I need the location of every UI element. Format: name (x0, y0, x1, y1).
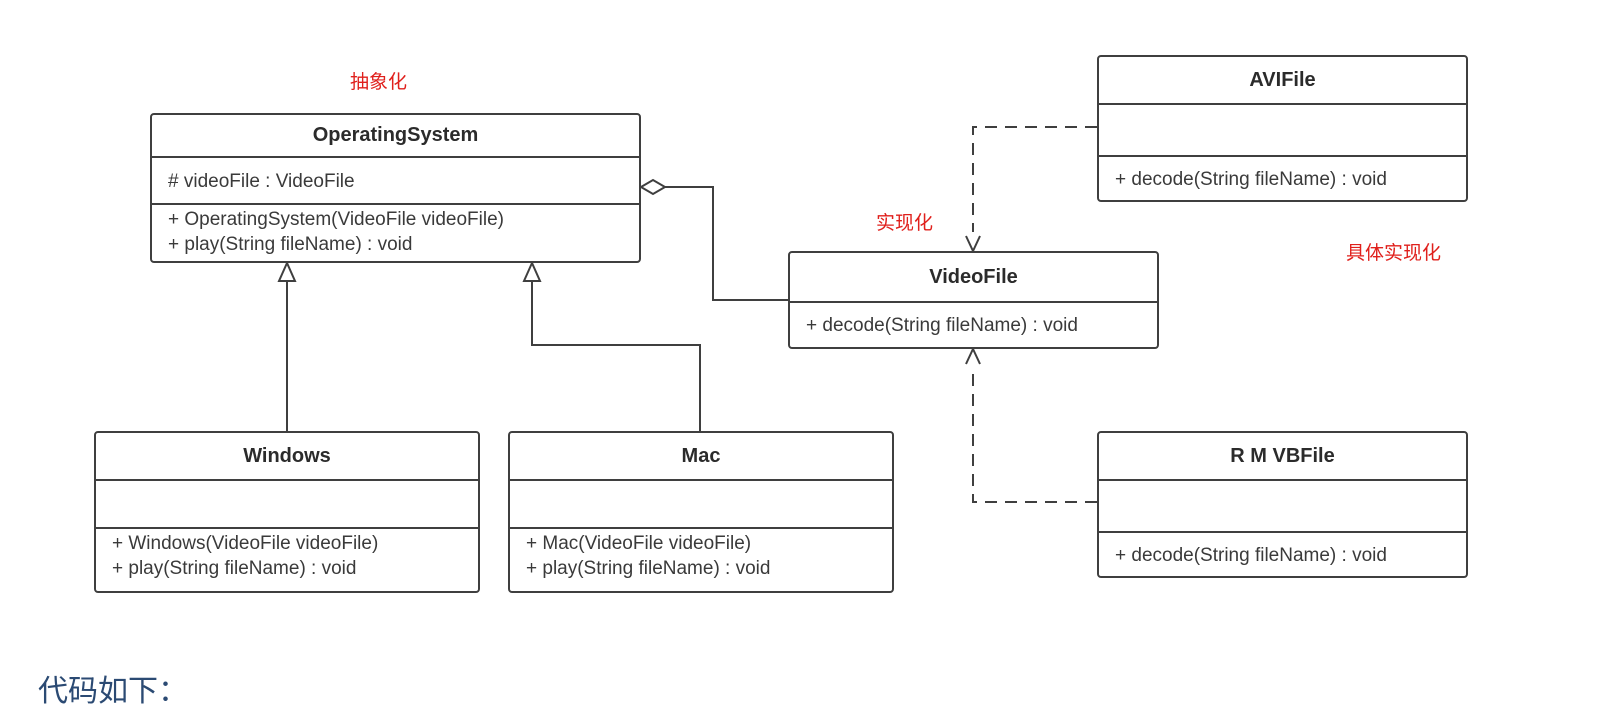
method-row: + decode(String fileName) : void (1115, 169, 1387, 190)
class-methods: + decode(String fileName) : void (1099, 533, 1466, 572)
generalization-mac-line (531, 281, 701, 431)
method-row: + decode(String fileName) : void (1115, 545, 1387, 566)
realization-rmvb-line (972, 368, 1097, 503)
class-name: R M VBFile (1099, 433, 1466, 481)
annotation-concrete-implementor: 具体实现化 (1346, 243, 1442, 264)
class-methods: + decode(String fileName) : void (1099, 157, 1466, 196)
method-row: + OperatingSystem(VideoFile videoFile) (168, 209, 504, 230)
class-avi-file[interactable]: AVIFile + decode(String fileName) : void (1097, 55, 1468, 202)
class-mac[interactable]: Mac + Mac(VideoFile videoFile) + play(St… (508, 431, 894, 593)
class-methods: + Mac(VideoFile videoFile) + play(String… (510, 529, 892, 585)
class-attributes (1099, 105, 1466, 157)
method-row: + play(String fileName) : void (112, 558, 357, 579)
method-row: + Mac(VideoFile videoFile) (526, 533, 752, 554)
realization-rmvb-arrowhead (965, 346, 981, 365)
generalization-mac-arrowhead (522, 260, 542, 282)
class-name: Windows (96, 433, 478, 481)
page-heading: 代码如下： (38, 675, 188, 708)
class-name: VideoFile (790, 253, 1157, 303)
class-methods: + decode(String fileName) : void (790, 303, 1157, 342)
annotation-implementor: 实现化 (876, 213, 934, 234)
class-rmvb-file[interactable]: R M VBFile + decode(String fileName) : v… (1097, 431, 1468, 578)
method-row: + Windows(VideoFile videoFile) (112, 533, 379, 554)
annotation-abstraction: 抽象化 (350, 72, 408, 93)
method-row: + play(String fileName) : void (168, 234, 413, 255)
aggregation-diamond (639, 178, 667, 196)
realization-avi-line (972, 126, 1097, 232)
class-attributes (96, 481, 478, 529)
class-methods: + Windows(VideoFile videoFile) + play(St… (96, 529, 478, 585)
class-attributes (1099, 481, 1466, 533)
class-windows[interactable]: Windows + Windows(VideoFile videoFile) +… (94, 431, 480, 593)
class-attributes (510, 481, 892, 529)
class-operating-system[interactable]: OperatingSystem # videoFile : VideoFile … (150, 113, 641, 263)
attribute-row: # videoFile : VideoFile (168, 171, 355, 193)
class-name: Mac (510, 433, 892, 481)
method-row: + decode(String fileName) : void (806, 315, 1078, 336)
class-name: AVIFile (1099, 57, 1466, 105)
generalization-windows-arrowhead (277, 260, 297, 282)
aggregation-line (665, 186, 788, 301)
realization-avi-arrowhead (965, 235, 981, 254)
method-row: + play(String fileName) : void (526, 558, 771, 579)
class-methods: + OperatingSystem(VideoFile videoFile) +… (152, 205, 639, 261)
class-video-file[interactable]: VideoFile + decode(String fileName) : vo… (788, 251, 1159, 349)
class-name: OperatingSystem (152, 115, 639, 159)
class-attributes: # videoFile : VideoFile (152, 158, 639, 205)
